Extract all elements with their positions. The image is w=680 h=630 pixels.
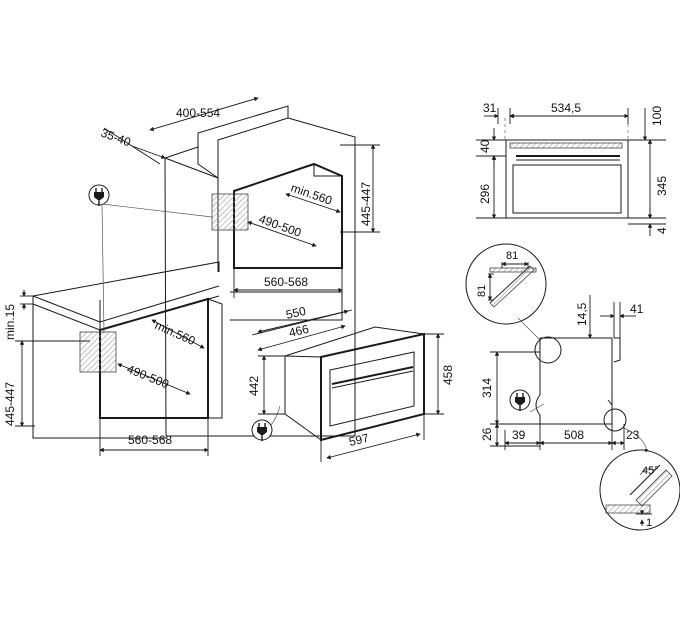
plug-icon	[88, 184, 110, 206]
dim-front-height-front: 345	[655, 176, 669, 196]
dim-body-height: 442	[247, 376, 261, 396]
dim-front-height: 458	[441, 365, 455, 385]
dim-column-niche-height: 445-447	[359, 182, 373, 226]
dim-depth-total: 550	[285, 304, 308, 322]
base-cabinet	[32, 261, 223, 439]
dim-left-offset: 31	[483, 101, 497, 115]
dim-top-strip: 40	[478, 139, 492, 153]
side-view	[509, 336, 627, 432]
dim-body-height-front: 296	[478, 184, 492, 204]
dim-right-clearance: 100	[650, 106, 664, 126]
dim-column-offset: 35-40	[99, 126, 133, 150]
dim-side-height: 314	[480, 378, 494, 398]
dim-base-niche-width: 560-568	[128, 433, 172, 447]
detail-bottom: 45° 1	[599, 427, 680, 531]
side-view-dims: 14,5 41 314 26 39 508 23	[480, 295, 644, 450]
dim-front-offset: 23	[626, 428, 640, 442]
dim-bottom-gap: 4	[655, 227, 669, 234]
dim-width: 534,5	[551, 101, 581, 115]
dim-base-niche-opening: 490-500	[125, 362, 171, 392]
dim-column-niche-width: 560-568	[264, 275, 308, 289]
dim-column-width: 400-554	[176, 106, 220, 120]
plug-icon	[251, 419, 273, 441]
dim-rear-offset: 39	[512, 428, 526, 442]
dim-side-depth: 508	[564, 428, 584, 442]
dim-detail-height: 81	[476, 285, 488, 297]
dim-front-gap: 41	[630, 302, 644, 316]
dim-base-height: 26	[480, 427, 494, 441]
dim-front-width: 597	[348, 431, 371, 449]
front-view	[504, 118, 629, 219]
dim-column-niche-opening: 490-500	[257, 212, 303, 240]
dim-panel-depth: 14,5	[575, 302, 589, 326]
dim-base-clearance: min.15	[3, 304, 17, 340]
dim-base-niche-depth: min.560	[153, 318, 198, 348]
plug-icon	[509, 389, 531, 411]
dim-detail-width: 81	[506, 250, 518, 262]
dim-column-niche-depth: min.560	[289, 181, 334, 208]
dim-base-niche-height: 445-447	[3, 382, 17, 426]
front-view-dims: 31 534,5 100 40 296 345 4	[476, 101, 669, 236]
socket-area-upper	[211, 193, 249, 231]
perspective-dims: 400-554 35-40 445-447 min.560 490-500 56…	[3, 96, 380, 456]
dim-chamfer-angle: 45°	[642, 465, 659, 477]
appliance-dims: 550 466 442 458 597	[247, 304, 455, 462]
dim-detail-gap: 1	[646, 517, 652, 529]
socket-area-lower	[79, 331, 117, 373]
dim-depth-body: 466	[288, 322, 311, 340]
detail-top: 81 81	[465, 243, 547, 341]
